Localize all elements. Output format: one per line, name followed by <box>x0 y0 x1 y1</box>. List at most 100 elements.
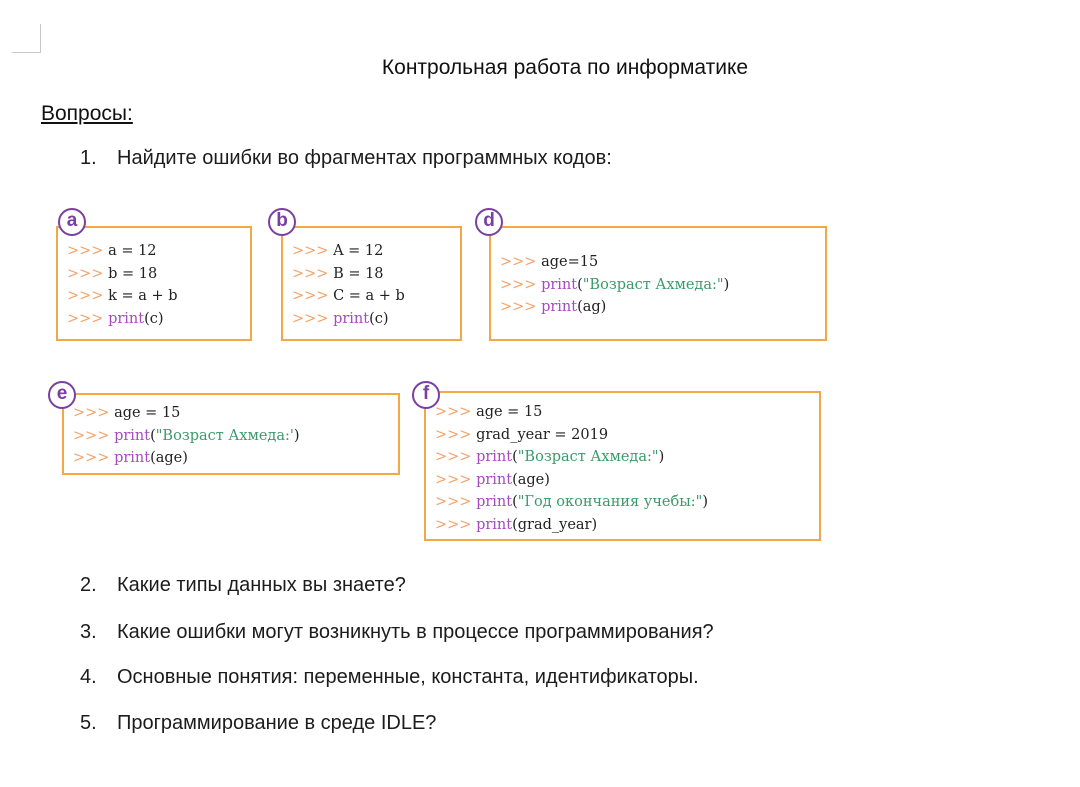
code-keyword: print <box>476 471 513 488</box>
code-text: C = a + b <box>333 288 405 304</box>
badge-d: d <box>475 208 503 236</box>
prompt-symbol: >>> <box>73 450 115 466</box>
code-text: ( <box>512 449 518 465</box>
code-line: >>> age = 15 <box>73 402 300 425</box>
prompt-symbol: >>> <box>292 310 334 327</box>
code-lines: >>> age = 15>>> print("Возраст Ахмеда:')… <box>73 402 300 470</box>
question-item-5: 5. Программирование в среде IDLE? <box>80 712 436 735</box>
question-number: 5. <box>80 712 97 734</box>
code-line: >>> print(c) <box>67 308 178 331</box>
prompt-symbol: >>> <box>67 265 109 282</box>
code-keyword: print <box>541 299 578 315</box>
code-text: (age) <box>512 471 550 488</box>
code-keyword: print <box>476 494 513 510</box>
page-corner-mark <box>12 24 41 53</box>
code-line: >>> print(age) <box>435 469 708 492</box>
question-text: Какие ошибки могут возникнуть в процессе… <box>117 621 714 643</box>
question-number: 4. <box>80 666 97 688</box>
question-item-3: 3. Какие ошибки могут возникнуть в процес… <box>80 621 714 644</box>
question-item-4: 4. Основные понятия: переменные, констант… <box>80 666 699 689</box>
code-text: (grad_year) <box>512 516 598 533</box>
code-string: "Возраст Ахмеда:' <box>155 427 294 444</box>
question-text: Основные понятия: переменные, константа,… <box>117 666 699 688</box>
code-string: "Возраст Ахмеда:" <box>517 449 659 465</box>
document-title: Контрольная работа по информатике <box>381 56 749 79</box>
question-number: 3. <box>80 621 97 643</box>
badge-e: e <box>48 381 76 409</box>
code-line: >>> print(grad_year) <box>435 514 708 537</box>
code-line: >>> a = 12 <box>67 240 178 263</box>
code-line: >>> B = 18 <box>292 263 405 286</box>
prompt-symbol: >>> <box>67 310 109 327</box>
code-line: >>> print("Год окончания учебы:") <box>435 491 708 514</box>
prompt-symbol: >>> <box>435 426 477 443</box>
code-lines: >>> age = 15>>> grad_year = 2019>>> prin… <box>435 401 708 536</box>
code-string: "Год окончания учебы:" <box>517 494 703 510</box>
code-box-d: >>> age=15>>> print("Возраст Ахмеда:")>>… <box>489 226 827 341</box>
code-keyword: print <box>114 427 151 444</box>
code-keyword: print <box>108 310 145 327</box>
code-text: (c) <box>144 310 164 327</box>
question-item-2: 2. Какие типы данных вы знаете? <box>80 574 406 597</box>
code-box-a: >>> a = 12>>> b = 18>>> k = a + b>>> pri… <box>56 226 252 341</box>
code-line: >>> b = 18 <box>67 263 178 286</box>
code-line: >>> age = 15 <box>435 401 708 424</box>
code-text: ( <box>512 494 518 510</box>
prompt-symbol: >>> <box>500 254 542 270</box>
code-keyword: print <box>476 516 513 533</box>
prompt-symbol: >>> <box>435 494 477 510</box>
code-lines: >>> age=15>>> print("Возраст Ахмеда:")>>… <box>500 251 729 319</box>
code-line: >>> print("Возраст Ахмеда:') <box>73 425 300 448</box>
prompt-symbol: >>> <box>292 265 334 282</box>
prompt-symbol: >>> <box>292 243 334 259</box>
code-line: >>> print("Возраст Ахмеда:") <box>435 446 708 469</box>
prompt-symbol: >>> <box>435 404 477 420</box>
code-string: "Возраст Ахмеда:" <box>582 276 724 293</box>
prompt-symbol: >>> <box>500 299 542 315</box>
code-box-f: >>> age = 15>>> grad_year = 2019>>> prin… <box>424 391 821 541</box>
prompt-symbol: >>> <box>435 471 477 488</box>
code-text: age = 15 <box>476 404 543 420</box>
code-line: >>> print("Возраст Ахмеда:") <box>500 274 729 297</box>
code-text: k = a + b <box>108 288 178 304</box>
prompt-symbol: >>> <box>435 449 477 465</box>
code-text: age = 15 <box>114 405 181 421</box>
code-line: >>> C = a + b <box>292 285 405 308</box>
code-lines: >>> a = 12>>> b = 18>>> k = a + b>>> pri… <box>67 240 178 330</box>
question-item-1: 1. Найдите ошибки во фрагментах программн… <box>80 147 612 170</box>
code-line: >>> A = 12 <box>292 240 405 263</box>
code-line: >>> k = a + b <box>67 285 178 308</box>
code-text: A = 12 <box>333 243 384 259</box>
badge-b: b <box>268 208 296 236</box>
prompt-symbol: >>> <box>67 243 109 259</box>
code-text: (age) <box>150 450 188 466</box>
code-box-b: >>> A = 12>>> B = 18>>> C = a + b>>> pri… <box>281 226 462 341</box>
code-keyword: print <box>541 276 578 293</box>
prompt-symbol: >>> <box>73 427 115 444</box>
question-text: Программирование в среде IDLE? <box>117 712 437 734</box>
section-label-questions: Вопросы: <box>41 102 133 125</box>
question-text: Какие типы данных вы знаете? <box>117 574 406 596</box>
prompt-symbol: >>> <box>73 405 115 421</box>
code-text: b = 18 <box>108 265 158 282</box>
question-number: 1. <box>80 147 97 169</box>
question-number: 2. <box>80 574 97 596</box>
code-line: >>> grad_year = 2019 <box>435 424 708 447</box>
prompt-symbol: >>> <box>67 288 109 304</box>
code-keyword: print <box>476 449 513 465</box>
code-lines: >>> A = 12>>> B = 18>>> C = a + b>>> pri… <box>292 240 405 330</box>
code-line: >>> age=15 <box>500 251 729 274</box>
code-keyword: print <box>114 450 151 466</box>
code-text: (c) <box>369 310 389 327</box>
question-text: Найдите ошибки во фрагментах программных… <box>117 147 612 169</box>
badge-f: f <box>412 381 440 409</box>
prompt-symbol: >>> <box>292 288 334 304</box>
code-text: B = 18 <box>333 265 384 282</box>
prompt-symbol: >>> <box>435 516 477 533</box>
code-text: ( <box>150 427 156 444</box>
code-text: age=15 <box>541 254 599 270</box>
code-text: grad_year = 2019 <box>476 426 609 443</box>
code-text: a = 12 <box>108 243 157 259</box>
code-line: >>> print(c) <box>292 308 405 331</box>
code-text: (ag) <box>577 299 607 315</box>
